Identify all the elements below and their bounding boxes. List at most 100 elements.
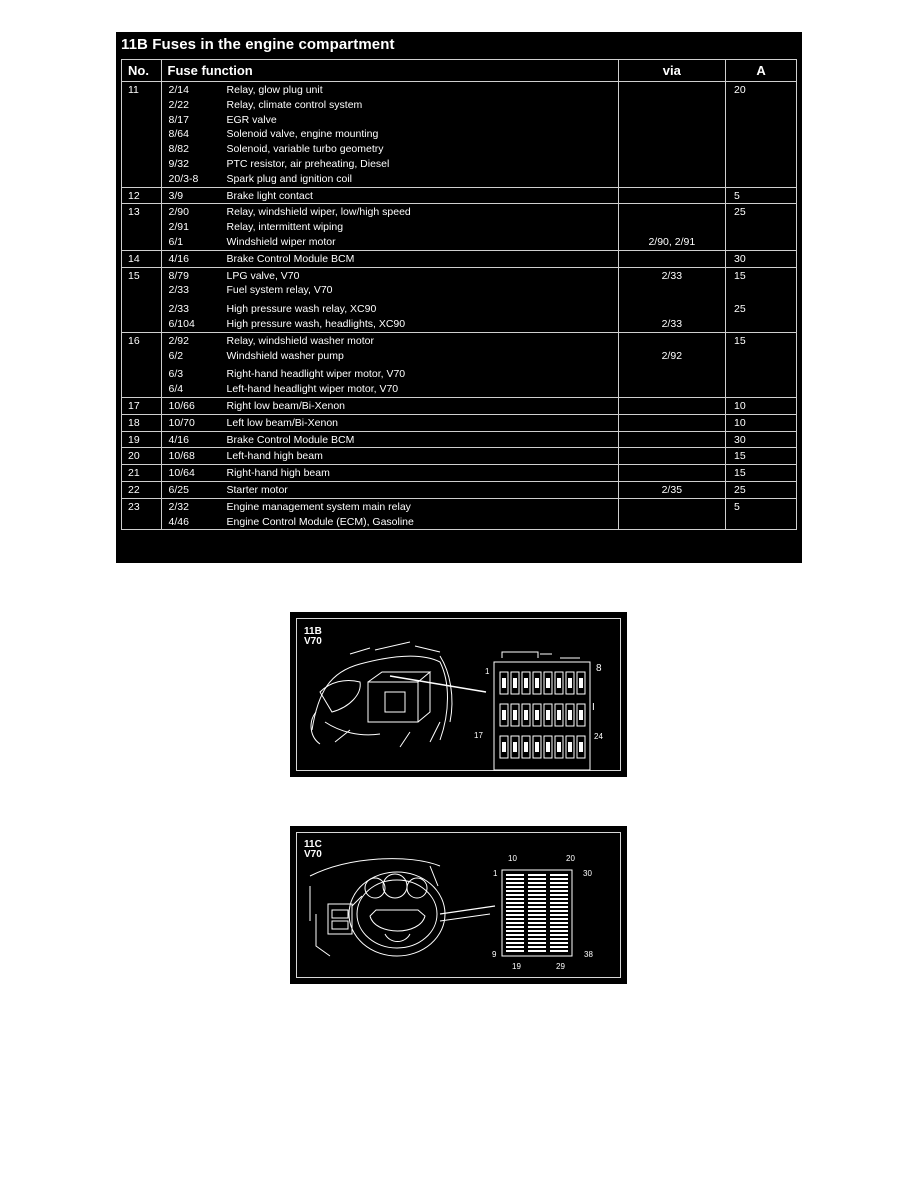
fuse-slot bbox=[499, 703, 509, 727]
via-value bbox=[619, 83, 725, 98]
amps-value: 15 bbox=[734, 269, 746, 282]
component-code: 8/79 bbox=[168, 269, 189, 282]
via-cell bbox=[617, 447, 727, 466]
fuse-slot bbox=[528, 934, 546, 936]
amps-value: 10 bbox=[734, 416, 746, 429]
fuse-slot bbox=[576, 703, 586, 727]
via-value bbox=[619, 142, 725, 157]
via-cell: 2/35 bbox=[617, 480, 727, 499]
amps-value bbox=[734, 349, 796, 364]
via-value: 2/90, 2/91 bbox=[648, 235, 696, 248]
fuse-slot bbox=[528, 878, 546, 880]
fuse-slot bbox=[528, 950, 546, 952]
fuse-slot bbox=[550, 882, 568, 884]
amps-cell: 10 bbox=[725, 413, 797, 432]
amps-cell: 15 bbox=[725, 447, 797, 466]
amps-value: 30 bbox=[734, 433, 746, 446]
via-cell bbox=[617, 396, 727, 415]
fuse-slot bbox=[510, 735, 520, 759]
via-cell bbox=[617, 413, 727, 432]
fuse-slot bbox=[506, 902, 524, 904]
via-value bbox=[619, 157, 725, 172]
component-code: 2/22 bbox=[168, 98, 189, 111]
component-description: Left-hand high beam bbox=[226, 450, 323, 463]
component-code: 3/9 bbox=[168, 189, 184, 202]
via-value bbox=[619, 252, 725, 267]
fuse-slot-contact bbox=[513, 678, 517, 688]
component-description: Starter motor bbox=[226, 483, 288, 496]
fuse-slot bbox=[528, 918, 546, 920]
fuse-number: 13 bbox=[121, 203, 162, 251]
fuse-table-panel: 11B Fuses in the engine compartment No. … bbox=[116, 32, 802, 563]
fuse-slot-contact bbox=[535, 678, 539, 688]
fuse-number: 15 bbox=[121, 266, 162, 333]
amps-value bbox=[734, 283, 796, 298]
fuse-slot-contact bbox=[513, 742, 517, 752]
amps-cell: 20 bbox=[725, 81, 797, 188]
amps-value: 15 bbox=[734, 467, 746, 480]
fuse-slot bbox=[506, 914, 524, 916]
fuse-slot-contact bbox=[524, 742, 528, 752]
fuse-slot-contact bbox=[546, 710, 550, 720]
fuse-slot bbox=[521, 735, 531, 759]
fuse-slot bbox=[550, 878, 568, 880]
amps-cell: 5 bbox=[725, 186, 797, 205]
fuse-slot bbox=[550, 898, 568, 900]
fuse-slot bbox=[550, 926, 568, 928]
fuse-box-11c-diagram: 11C V70 10 20 1 30 9 38 19 29 bbox=[290, 826, 627, 984]
via-value bbox=[619, 416, 725, 431]
fuse-number: 11 bbox=[121, 81, 162, 188]
component-description: Relay, intermittent wiping bbox=[226, 221, 344, 234]
component-code: 8/82 bbox=[168, 143, 189, 156]
fuse-slot bbox=[550, 938, 568, 940]
via-value bbox=[619, 220, 725, 235]
amps-value: 25 bbox=[734, 303, 746, 316]
fuse-slot bbox=[532, 735, 542, 759]
component-description: Right-hand headlight wiper motor, V70 bbox=[226, 368, 406, 381]
fuse-slot bbox=[550, 930, 568, 932]
amps-value: 10 bbox=[734, 399, 746, 412]
fuse-slot bbox=[528, 882, 546, 884]
component-description: Engine management system main relay bbox=[226, 500, 411, 513]
via-value bbox=[619, 127, 725, 142]
amps-cell: 15 bbox=[725, 464, 797, 482]
callout-30: 30 bbox=[583, 869, 592, 878]
fuse-number: 18 bbox=[121, 413, 162, 432]
component-code: 10/66 bbox=[168, 399, 195, 412]
component-description: Windshield wiper motor bbox=[226, 235, 336, 248]
component-code: 8/64 bbox=[168, 128, 189, 141]
via-cell bbox=[617, 186, 727, 205]
fuse-slot-contact bbox=[579, 678, 583, 688]
fuse-slot bbox=[543, 735, 553, 759]
fuse-slot bbox=[499, 671, 509, 695]
component-code: 6/104 bbox=[168, 317, 195, 330]
component-description: Solenoid, variable turbo geometry bbox=[226, 143, 384, 156]
fuse-number: 21 bbox=[121, 464, 162, 482]
diagram-label-11c: 11C bbox=[304, 839, 322, 850]
fuse-slot bbox=[554, 703, 564, 727]
fuse-slot bbox=[565, 735, 575, 759]
fuse-slot bbox=[521, 703, 531, 727]
fuse-slot-contact bbox=[502, 742, 506, 752]
